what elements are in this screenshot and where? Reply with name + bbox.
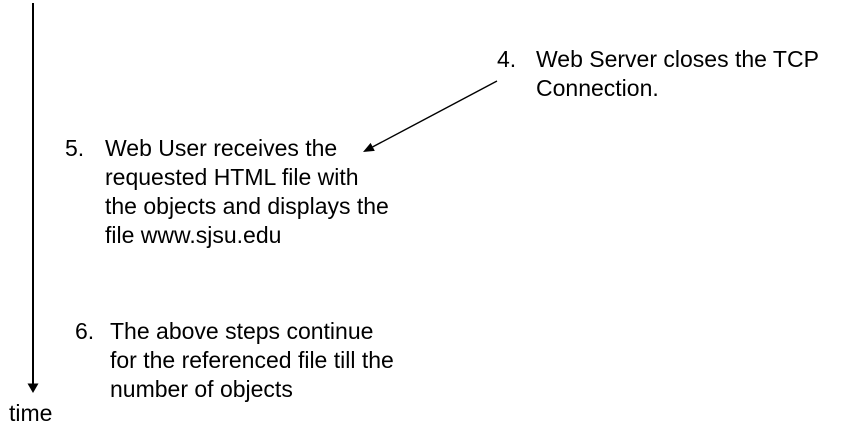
- step-number: 4.: [497, 46, 517, 72]
- time-axis-arrow: [27, 3, 39, 393]
- step-item-5: 5. Web User receives the requested HTML …: [65, 134, 389, 250]
- step-text: The above steps continue for the referen…: [110, 317, 394, 404]
- step-text-line: file www.sjsu.edu: [105, 222, 282, 248]
- step-text-line: number of objects: [110, 376, 293, 402]
- step-text-line: Web User receives the: [105, 135, 338, 161]
- step4-to-step5-arrow: [363, 80, 498, 152]
- step-text-line: requested HTML file with: [105, 164, 359, 190]
- arrowhead-downleft-icon: [363, 142, 375, 152]
- step-text: Web Server closes the TCP Connection.: [536, 45, 819, 103]
- step-text-line: the objects and displays the: [105, 193, 389, 219]
- step-item-4: 4. Web Server closes the TCP Connection.: [497, 45, 819, 103]
- step-number: 6.: [75, 318, 95, 344]
- step-text-line: for the referenced file till the: [110, 347, 394, 373]
- arrowhead-down-icon: [27, 383, 39, 393]
- step-text-line: The above steps continue: [110, 318, 374, 344]
- step-text-line: Web Server closes the TCP: [536, 46, 819, 72]
- time-axis-label: time: [9, 400, 53, 426]
- step-item-6: 6. The above steps continue for the refe…: [75, 317, 394, 404]
- step-text-line: Connection.: [536, 75, 659, 101]
- step-number: 5.: [65, 135, 85, 161]
- step-text: Web User receives the requested HTML fil…: [105, 134, 389, 250]
